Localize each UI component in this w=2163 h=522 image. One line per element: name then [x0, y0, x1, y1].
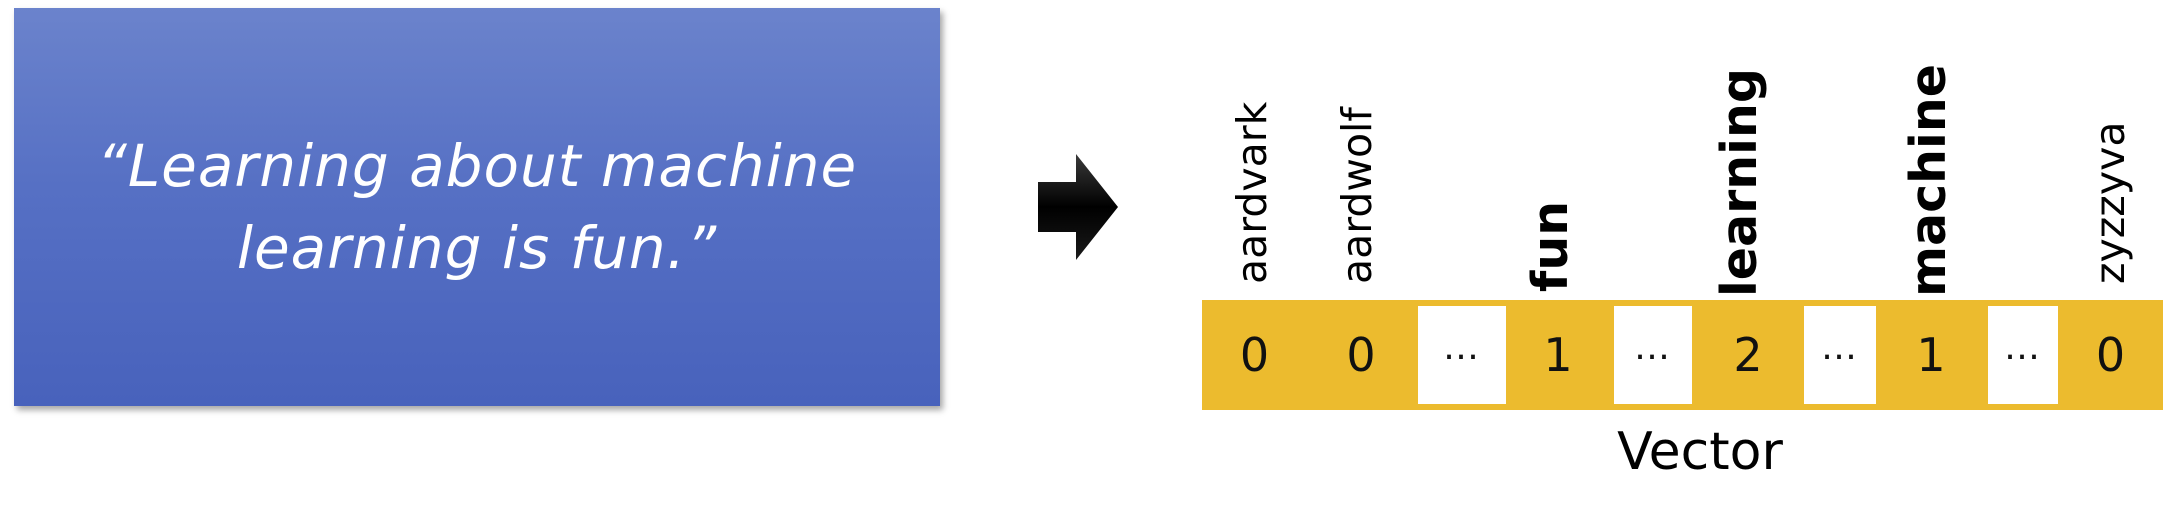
vocab-word-learning: learning: [1711, 68, 1768, 297]
vocab-word-aardwolf: aardwolf: [1333, 107, 1381, 284]
quote-box: “Learning about machine learning is fun.…: [14, 8, 940, 406]
vocab-word-machine: machine: [1900, 64, 1957, 297]
vector-label: Vector: [1617, 422, 1783, 482]
vocab-word-aardvark: aardvark: [1228, 101, 1276, 284]
vector-cell: 0: [2095, 328, 2126, 382]
vector-cell-ellipsis: …: [1614, 306, 1692, 404]
vector-cell-ellipsis: …: [1988, 306, 2058, 404]
vector-cell: 1: [1916, 328, 1946, 382]
vector-cell: 2: [1733, 328, 1763, 382]
vocab-word-zyzzyva: zyzzyva: [2086, 121, 2134, 284]
vector-cell: 0: [1239, 328, 1270, 382]
quote-line-1: “Learning about machine: [96, 132, 858, 200]
quote-text: “Learning about machine learning is fun.…: [37, 125, 917, 289]
vector-cell-ellipsis: …: [1418, 306, 1506, 404]
vocab-word-fun: fun: [1522, 200, 1579, 292]
vector-strip: 0 0 … 1 … 2 … 1 … 0: [1202, 300, 2163, 410]
quote-line-2: learning is fun.”: [236, 214, 718, 282]
right-arrow-icon: [1038, 154, 1118, 260]
vector-cell-ellipsis: …: [1804, 306, 1876, 404]
vector-cell: 0: [1346, 328, 1376, 382]
vector-cell: 1: [1543, 328, 1573, 382]
